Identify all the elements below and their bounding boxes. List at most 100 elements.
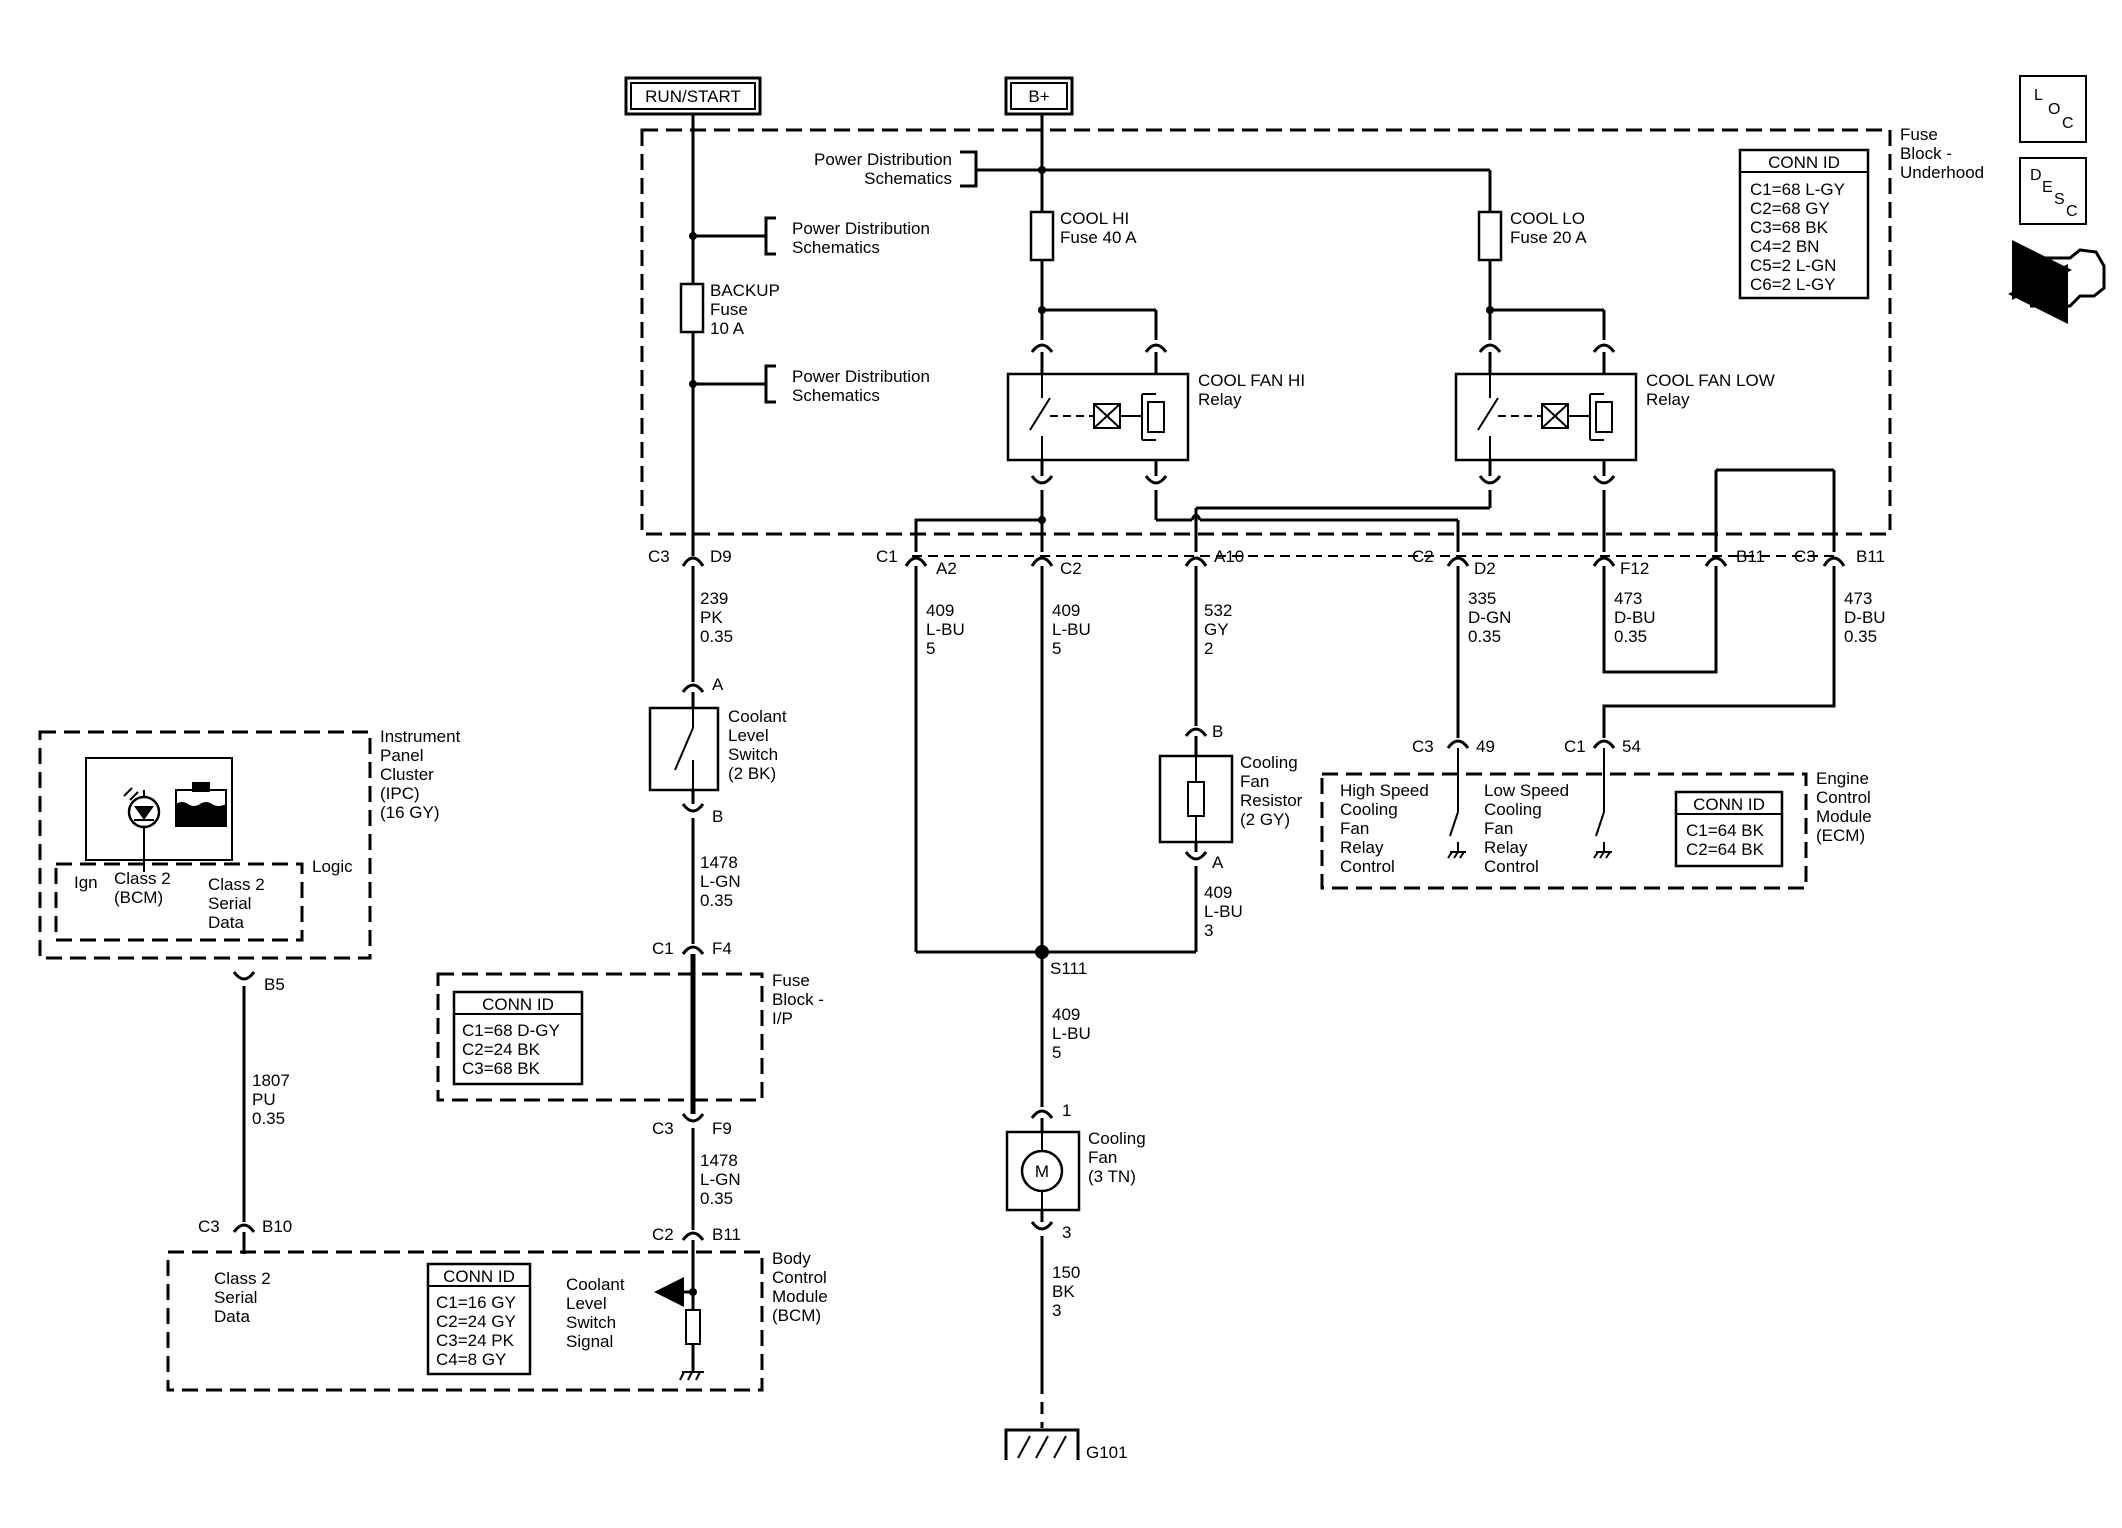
svg-text:409: 409 [926, 601, 954, 620]
svg-text:C6=2 L-GY: C6=2 L-GY [1750, 275, 1836, 294]
svg-text:0.35: 0.35 [700, 627, 733, 646]
svg-text:Fuse 20 A: Fuse 20 A [1510, 228, 1587, 247]
svg-text:Fuse: Fuse [710, 300, 748, 319]
svg-text:PK: PK [700, 608, 723, 627]
svg-text:3: 3 [1052, 1301, 1061, 1320]
svg-text:C2: C2 [1412, 547, 1434, 566]
svg-text:F4: F4 [712, 939, 732, 958]
loc-icon[interactable]: L O C [2019, 75, 2087, 143]
svg-text:BK: BK [1052, 1282, 1075, 1301]
svg-text:Cluster: Cluster [380, 765, 434, 784]
svg-text:150: 150 [1052, 1263, 1080, 1282]
svg-text:C3: C3 [1794, 547, 1816, 566]
svg-text:A: A [1212, 853, 1224, 872]
svg-text:473: 473 [1844, 589, 1872, 608]
svg-text:C2: C2 [652, 1225, 674, 1244]
svg-text:B11: B11 [1856, 547, 1885, 566]
svg-text:C4=2 BN: C4=2 BN [1750, 237, 1819, 256]
svg-text:S: S [2054, 191, 2065, 208]
svg-text:L: L [2034, 87, 2043, 104]
cool-lo-fuse: COOL LO Fuse 20 A [1477, 209, 1587, 262]
svg-text:COOL FAN LOW: COOL FAN LOW [1646, 371, 1775, 390]
svg-text:Data: Data [214, 1307, 250, 1326]
svg-text:54: 54 [1622, 737, 1641, 756]
svg-text:239: 239 [700, 589, 728, 608]
svg-text:C3: C3 [652, 1119, 674, 1138]
cooling-fan-resistor: Cooling Fan Resistor (2 GY) [1158, 753, 1303, 844]
connector-end-view-icon[interactable] [2008, 240, 2106, 324]
svg-text:F9: F9 [712, 1119, 732, 1138]
svg-text:Class 2: Class 2 [114, 869, 171, 888]
svg-text:Schematics: Schematics [792, 238, 880, 257]
svg-text:0.35: 0.35 [1844, 627, 1877, 646]
svg-text:BACKUP: BACKUP [710, 281, 780, 300]
svg-text:B11: B11 [1736, 547, 1765, 566]
svg-text:D2: D2 [1474, 559, 1496, 578]
svg-text:Signal: Signal [566, 1332, 613, 1351]
svg-text:F12: F12 [1620, 559, 1649, 578]
bcm-pullup-resistor [685, 1309, 701, 1345]
svg-text:Level: Level [728, 726, 769, 745]
svg-text:D-BU: D-BU [1614, 608, 1656, 627]
svg-text:409: 409 [1052, 601, 1080, 620]
svg-text:G101: G101 [1086, 1443, 1128, 1462]
svg-text:A10: A10 [1214, 547, 1244, 566]
svg-text:Fuse 40 A: Fuse 40 A [1060, 228, 1137, 247]
svg-text:Fuse: Fuse [1900, 125, 1938, 144]
desc-icon[interactable]: D E S C [2019, 157, 2087, 225]
svg-text:COOL LO: COOL LO [1510, 209, 1585, 228]
run-start-label: RUN/START [645, 87, 741, 106]
svg-text:Fan: Fan [1340, 819, 1369, 838]
svg-text:Cooling: Cooling [1484, 800, 1542, 819]
coolant-level-switch: Coolant Level Switch (2 BK) [648, 706, 787, 792]
svg-text:5: 5 [1052, 639, 1061, 658]
svg-text:D-GN: D-GN [1468, 608, 1511, 627]
svg-text:Cooling: Cooling [1240, 753, 1298, 772]
svg-text:Engine: Engine [1816, 769, 1869, 788]
svg-text:CONN ID: CONN ID [443, 1267, 515, 1286]
svg-text:0.35: 0.35 [252, 1109, 285, 1128]
svg-text:Relay: Relay [1646, 390, 1690, 409]
svg-text:Fan: Fan [1088, 1148, 1117, 1167]
bcm-conn-id-table: CONN ID C1=16 GY C2=24 GY C3=24 PK C4=8 … [426, 1262, 532, 1376]
svg-text:CONN ID: CONN ID [482, 995, 554, 1014]
svg-text:Block -: Block - [772, 990, 824, 1009]
svg-text:Control: Control [1816, 788, 1871, 807]
svg-text:335: 335 [1468, 589, 1496, 608]
svg-text:Body: Body [772, 1249, 811, 1268]
svg-text:Class 2: Class 2 [208, 875, 265, 894]
run-start-terminal: RUN/START [624, 76, 762, 116]
svg-text:Underhood: Underhood [1900, 163, 1984, 182]
fuse-block-underhood: Fuse Block - Underhood [640, 125, 1984, 536]
svg-text:(BCM): (BCM) [772, 1306, 821, 1325]
svg-text:Module: Module [772, 1287, 828, 1306]
svg-text:Serial: Serial [208, 894, 251, 913]
svg-text:Serial: Serial [214, 1288, 257, 1307]
svg-text:Ign: Ign [74, 873, 98, 892]
svg-text:Switch: Switch [728, 745, 778, 764]
svg-text:B11: B11 [712, 1225, 741, 1244]
cooling-fan-motor: M Cooling Fan (3 TN) [1005, 1129, 1146, 1212]
svg-text:Control: Control [1340, 857, 1395, 876]
backup-fuse: BACKUP Fuse 10 A [679, 281, 780, 338]
svg-text:B: B [1212, 722, 1223, 741]
body-control-module: Body Control Module (BCM) Class 2 Serial… [166, 1249, 828, 1392]
svg-text:O: O [2048, 101, 2060, 118]
svg-text:C4=8 GY: C4=8 GY [436, 1350, 506, 1369]
svg-text:0.35: 0.35 [700, 891, 733, 910]
cool-fan-low-relay: COOL FAN LOW Relay [1454, 371, 1775, 462]
bplus-label: B+ [1028, 87, 1049, 106]
svg-text:C2=68 GY: C2=68 GY [1750, 199, 1830, 218]
svg-text:Cooling: Cooling [1088, 1129, 1146, 1148]
svg-text:(IPC): (IPC) [380, 784, 420, 803]
svg-text:L-GN: L-GN [700, 1170, 741, 1189]
svg-text:B: B [712, 807, 723, 826]
svg-text:C1=64 BK: C1=64 BK [1686, 821, 1765, 840]
ground-g101: G101 [1004, 1428, 1128, 1462]
svg-text:C1=68 L-GY: C1=68 L-GY [1750, 180, 1845, 199]
svg-text:(2 BK): (2 BK) [728, 764, 776, 783]
svg-text:L-BU: L-BU [1052, 1024, 1091, 1043]
svg-text:0.35: 0.35 [1468, 627, 1501, 646]
svg-text:Relay: Relay [1198, 390, 1242, 409]
svg-text:Logic: Logic [312, 857, 353, 876]
